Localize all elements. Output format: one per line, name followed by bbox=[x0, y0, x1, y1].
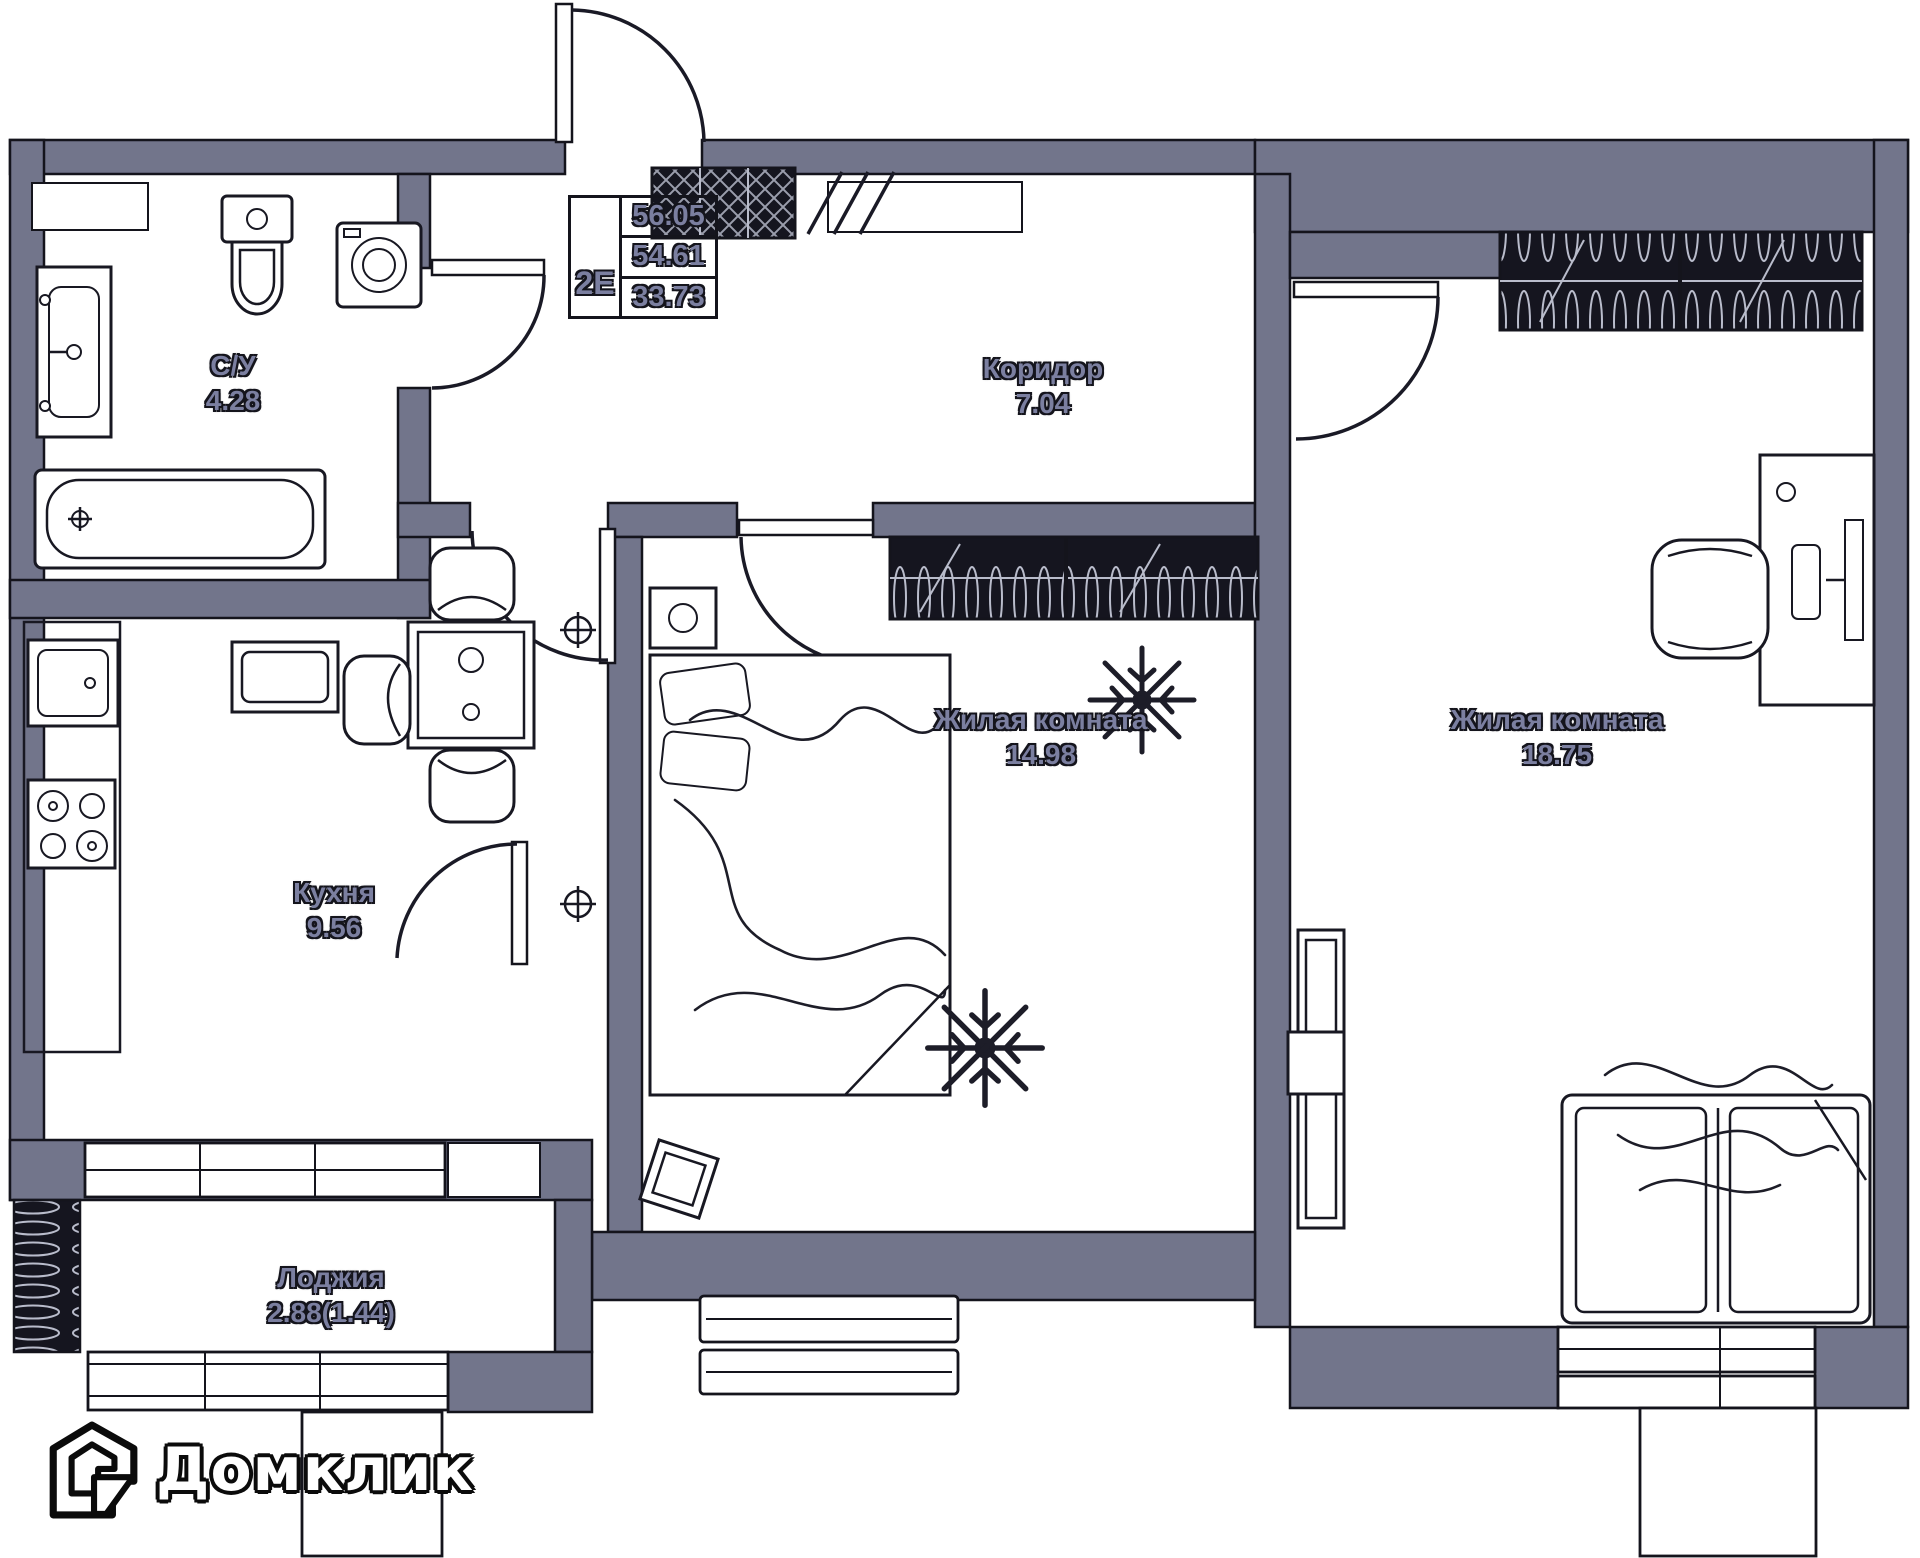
room-18-door-arc-icon bbox=[1292, 280, 1440, 441]
room-name: С/У bbox=[210, 350, 256, 381]
loggia-side-radiator-coil-icon bbox=[12, 1198, 82, 1354]
room-18-window bbox=[1556, 1325, 1817, 1410]
flat-type: 2Е bbox=[571, 198, 622, 316]
dining-chair-icon bbox=[342, 546, 516, 824]
fridge-icon bbox=[230, 640, 340, 714]
blanket-icon bbox=[1603, 1062, 1840, 1194]
shaft-hatch-icon bbox=[650, 166, 896, 240]
total-area: 56.05 bbox=[632, 200, 705, 233]
tv-unit-icon bbox=[1286, 928, 1346, 1230]
bathroom-door-arc-icon bbox=[430, 258, 546, 390]
sofa-icon bbox=[1560, 1093, 1872, 1325]
room-area: 4.28 bbox=[205, 385, 261, 416]
room-14-door-arc-icon bbox=[737, 518, 875, 667]
room-label-living-2: Жилая комната 18.75 bbox=[1451, 702, 1664, 772]
desk-chair-icon bbox=[1650, 538, 1770, 660]
bathroom-sink-icon bbox=[35, 265, 113, 439]
crosshair-icon bbox=[560, 612, 596, 922]
room-label-kitchen: Кухня 9.56 bbox=[293, 875, 375, 945]
logo-text: Домклик bbox=[156, 1435, 475, 1505]
balcony-below bbox=[300, 1406, 1818, 1558]
plant-icon bbox=[928, 991, 1042, 1105]
room-label-corridor: Коридор 7.04 bbox=[983, 351, 1104, 421]
neighbor-balcony bbox=[300, 1410, 444, 1558]
toilet-icon bbox=[220, 194, 294, 316]
loggia-bottom-window bbox=[86, 1350, 450, 1412]
room-name: Жилая комната bbox=[934, 704, 1148, 735]
entrance-door-arc-icon bbox=[554, 2, 706, 144]
kitchen-sink-icon bbox=[26, 638, 120, 728]
loggia-door-gap bbox=[447, 1142, 541, 1198]
pouf-icon bbox=[638, 1138, 720, 1220]
room-label-bathroom: С/У 4.28 bbox=[206, 348, 261, 418]
room-name: Кухня bbox=[293, 877, 375, 908]
bed-icon bbox=[648, 653, 952, 1097]
kitchen-loggia-window bbox=[83, 1141, 541, 1199]
dining-table-icon bbox=[406, 620, 536, 750]
area-3: 33.73 bbox=[622, 275, 715, 316]
room-label-loggia: Лоджия 2.88(1.44) bbox=[267, 1260, 395, 1330]
domclick-logo: Домклик bbox=[44, 1420, 474, 1520]
counter-icon bbox=[22, 620, 122, 1054]
wardrobe-details bbox=[890, 537, 1258, 619]
nightstand-icon bbox=[648, 586, 718, 650]
wardrobe-details bbox=[1500, 232, 1862, 330]
stove-icon bbox=[26, 778, 117, 870]
room-area: 9.56 bbox=[306, 912, 362, 943]
house-logo-icon bbox=[49, 1421, 138, 1519]
room-area: 18.75 bbox=[1521, 739, 1593, 770]
room-name: Коридор bbox=[982, 353, 1104, 384]
room-14-windows bbox=[698, 1294, 960, 1396]
room-area: 2.88(1.44) bbox=[267, 1297, 395, 1328]
area-2: 54.61 bbox=[622, 235, 715, 275]
room-name: Жилая комната bbox=[1450, 704, 1664, 735]
desk-icon bbox=[1758, 453, 1876, 707]
room-label-living-1: Жилая комната 14.98 bbox=[935, 702, 1148, 772]
room-area: 14.98 bbox=[1005, 739, 1077, 770]
area-stamp: 2Е 56.05 54.61 33.73 bbox=[568, 195, 718, 319]
washing-machine-icon bbox=[335, 221, 423, 309]
room-area: 7.04 bbox=[1015, 388, 1071, 419]
bathtub-icon bbox=[33, 468, 327, 570]
dining-door-arc-icon bbox=[395, 840, 529, 966]
room-name: Лоджия bbox=[277, 1262, 385, 1293]
